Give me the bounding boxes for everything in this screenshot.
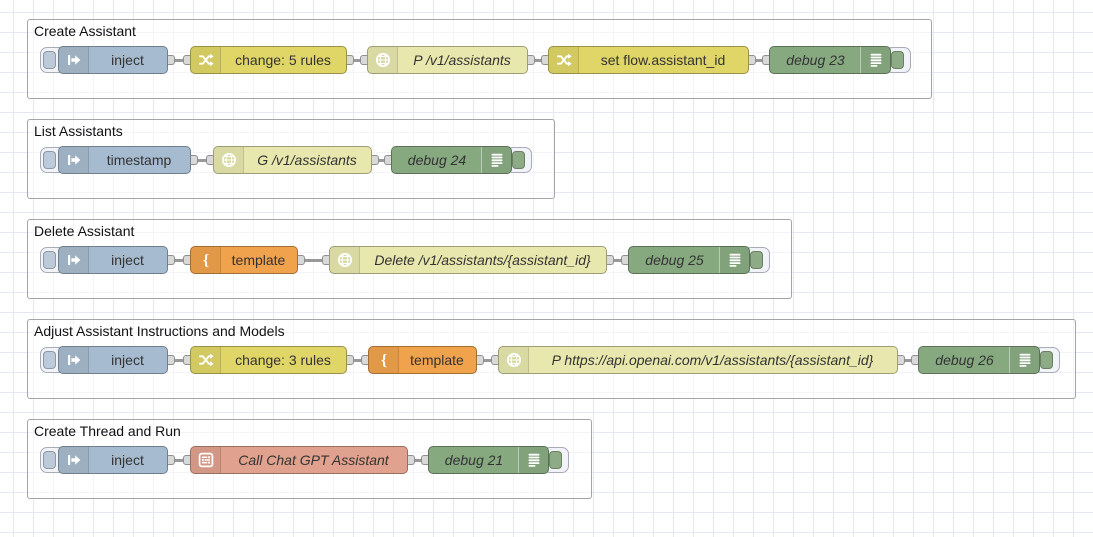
group-title: Delete Assistant [34, 223, 135, 239]
node-label: inject [111, 452, 144, 468]
change-node[interactable]: set flow.assistant_id [548, 46, 749, 74]
wire[interactable] [607, 258, 628, 262]
node-label: Call Chat GPT Assistant [238, 452, 389, 468]
debug-toggle-button[interactable] [891, 51, 904, 69]
shuffle-icon [191, 347, 221, 373]
node-label: change: 5 rules [235, 52, 331, 68]
change-node[interactable]: change: 5 rules [190, 46, 347, 74]
wire[interactable] [168, 358, 190, 362]
wire[interactable] [477, 358, 498, 362]
inject-arrow-icon [59, 247, 89, 273]
wire[interactable] [408, 458, 428, 462]
inject-arrow-icon [59, 447, 89, 473]
debug-lines-icon [719, 247, 749, 273]
http-request-node[interactable]: P https://api.openai.com/v1/assistants/{… [498, 346, 898, 374]
wire[interactable] [168, 258, 190, 262]
node-label: template [410, 352, 464, 368]
inject-node[interactable]: timestamp [58, 146, 191, 174]
debug-lines-icon [481, 147, 511, 173]
node-label: timestamp [106, 152, 172, 168]
inject-button[interactable] [43, 251, 56, 269]
wire[interactable] [347, 58, 367, 62]
node-label: P /v1/assistants [413, 52, 511, 68]
debug-lines-icon [860, 47, 890, 73]
globe-icon [330, 247, 360, 273]
debug-toggle-button[interactable] [549, 451, 562, 469]
curly-brace-icon: { [369, 347, 399, 373]
wire[interactable] [168, 58, 190, 62]
inject-arrow-icon [59, 147, 89, 173]
debug-node[interactable]: debug 23 [769, 46, 891, 74]
inject-button[interactable] [43, 451, 56, 469]
node-label: G /v1/assistants [257, 152, 357, 168]
group-title: Adjust Assistant Instructions and Models [34, 323, 285, 339]
node-label: set flow.assistant_id [600, 52, 726, 68]
debug-node[interactable]: debug 24 [391, 146, 512, 174]
node-label: debug 25 [645, 252, 704, 268]
debug-lines-icon [518, 447, 548, 473]
node-label: inject [111, 352, 144, 368]
debug-toggle-button[interactable] [750, 251, 763, 269]
globe-icon [368, 47, 398, 73]
svg-text:{: { [202, 252, 208, 268]
inject-node[interactable]: inject [58, 446, 168, 474]
template-node[interactable]: { template [190, 246, 298, 274]
node-label: inject [111, 252, 144, 268]
node-label: Delete /v1/assistants/{assistant_id} [374, 252, 591, 268]
http-request-node[interactable]: Delete /v1/assistants/{assistant_id} [329, 246, 607, 274]
subflow-node[interactable]: Call Chat GPT Assistant [190, 446, 408, 474]
http-request-node[interactable]: G /v1/assistants [213, 146, 372, 174]
group-title: Create Thread and Run [34, 423, 181, 439]
debug-toggle-button[interactable] [1040, 351, 1053, 369]
debug-node[interactable]: debug 25 [628, 246, 750, 274]
debug-node[interactable]: debug 21 [428, 446, 549, 474]
inject-arrow-icon [59, 347, 89, 373]
group-title: Create Assistant [34, 23, 136, 39]
node-label: debug 26 [935, 352, 994, 368]
subflow-icon [191, 447, 221, 473]
shuffle-icon [191, 47, 221, 73]
wire[interactable] [168, 458, 190, 462]
inject-button[interactable] [43, 351, 56, 369]
node-label: debug 21 [444, 452, 504, 468]
wire[interactable] [749, 58, 769, 62]
globe-icon [214, 147, 244, 173]
globe-icon [499, 347, 529, 373]
wire[interactable] [898, 358, 918, 362]
debug-toggle-button[interactable] [512, 151, 525, 169]
inject-button[interactable] [43, 151, 56, 169]
svg-text:{: { [380, 352, 386, 368]
node-label: P https://api.openai.com/v1/assistants/{… [551, 352, 874, 368]
wire[interactable] [347, 358, 368, 362]
template-node[interactable]: { template [368, 346, 477, 374]
http-request-node[interactable]: P /v1/assistants [367, 46, 528, 74]
inject-node[interactable]: inject [58, 346, 168, 374]
wire[interactable] [298, 258, 329, 262]
node-label: template [231, 252, 286, 268]
node-label: change: 3 rules [235, 352, 331, 368]
node-label: inject [111, 52, 144, 68]
debug-lines-icon [1009, 347, 1039, 373]
inject-button[interactable] [43, 51, 56, 69]
node-label: debug 24 [407, 152, 467, 168]
node-label: debug 23 [786, 52, 845, 68]
wire[interactable] [528, 58, 548, 62]
inject-node[interactable]: inject [58, 246, 168, 274]
group-title: List Assistants [34, 123, 123, 139]
shuffle-icon [549, 47, 579, 73]
curly-brace-icon: { [191, 247, 221, 273]
wire[interactable] [372, 158, 391, 162]
change-node[interactable]: change: 3 rules [190, 346, 347, 374]
inject-arrow-icon [59, 47, 89, 73]
wire[interactable] [191, 158, 213, 162]
debug-node[interactable]: debug 26 [918, 346, 1040, 374]
inject-node[interactable]: inject [58, 46, 168, 74]
